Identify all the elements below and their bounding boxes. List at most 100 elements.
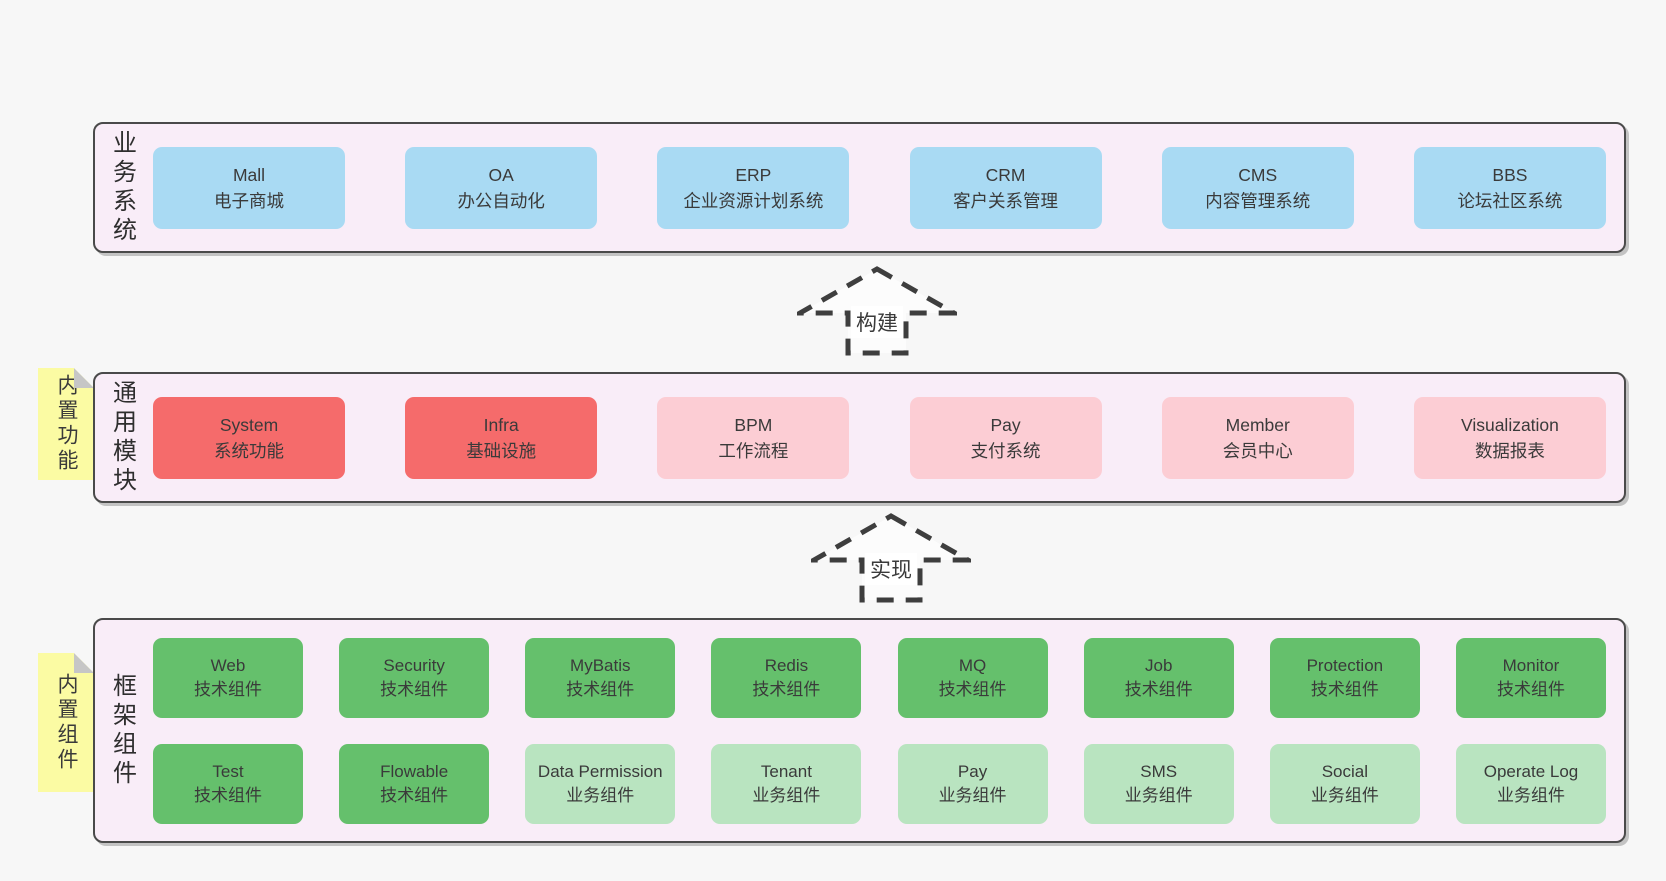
folded-corner-icon	[74, 368, 94, 388]
box-subtitle: 技术组件	[1124, 679, 1193, 699]
module-box-system: System 系统功能	[153, 396, 345, 479]
module-box-bpm: BPM 工作流程	[657, 396, 850, 479]
box-title: CRM	[985, 164, 1026, 185]
box-subtitle: 论坛社区系统	[1457, 190, 1563, 211]
box-subtitle: 企业资源计划系统	[683, 190, 824, 211]
box-subtitle: 支付系统	[970, 440, 1041, 461]
box-subtitle: 业务组件	[938, 785, 1007, 805]
box-title: Monitor	[1502, 655, 1560, 675]
framework-components-vertical-label: 框架组件	[95, 620, 149, 841]
box-title: CMS	[1238, 164, 1278, 185]
sticky-label: 内置功能	[55, 374, 78, 474]
business-box-mall: Mall 电子商城	[153, 146, 345, 229]
component-box-social: Social 业务组件	[1269, 743, 1420, 824]
box-title: Test	[212, 761, 244, 781]
box-title: MQ	[958, 655, 987, 675]
box-subtitle: 系统功能	[214, 440, 284, 461]
box-title: Operate Log	[1483, 761, 1579, 781]
component-box-mybatis: MyBatis 技术组件	[525, 637, 676, 718]
component-box-redis: Redis 技术组件	[711, 637, 862, 718]
panel-label: 通用模块	[108, 379, 136, 496]
box-subtitle: 业务组件	[1124, 785, 1193, 805]
box-subtitle: 技术组件	[752, 679, 821, 699]
common-modules-panel: 通用模块 System 系统功能 Infra 基础设施 BPM 工作流程 Pay…	[93, 372, 1626, 503]
box-subtitle: 会员中心	[1222, 440, 1293, 461]
box-title: MyBatis	[570, 655, 631, 675]
box-subtitle: 技术组件	[380, 679, 449, 699]
component-box-tenant: Tenant 业务组件	[711, 743, 862, 824]
box-subtitle: 基础设施	[466, 440, 537, 461]
box-title: System	[219, 414, 279, 435]
box-subtitle: 工作流程	[718, 440, 789, 461]
box-title: Security	[383, 655, 445, 675]
box-subtitle: 内容管理系统	[1205, 190, 1311, 211]
business-box-bbs: BBS 论坛社区系统	[1413, 146, 1606, 229]
box-subtitle: 办公自动化	[457, 190, 545, 211]
box-title: Web	[210, 655, 246, 675]
box-title: SMS	[1140, 761, 1178, 781]
box-subtitle: 技术组件	[566, 679, 635, 699]
box-subtitle: 技术组件	[380, 785, 449, 805]
box-subtitle: 业务组件	[752, 785, 821, 805]
business-box-erp: ERP 企业资源计划系统	[657, 146, 850, 229]
module-box-infra: Infra 基础设施	[405, 396, 598, 479]
box-subtitle: 业务组件	[1310, 785, 1379, 805]
business-systems-row: Mall 电子商城 OA 办公自动化 ERP 企业资源计划系统 CRM 客户关系…	[149, 124, 1624, 251]
component-box-pay: Pay 业务组件	[897, 743, 1048, 824]
box-subtitle: 技术组件	[1310, 679, 1379, 699]
box-title: Pay	[957, 761, 988, 781]
component-box-security: Security 技术组件	[339, 637, 490, 718]
build-arrow-label: 构建	[851, 306, 903, 338]
component-box-sms: SMS 业务组件	[1083, 743, 1234, 824]
box-title: Job	[1144, 655, 1173, 675]
module-box-pay: Pay 支付系统	[909, 396, 1102, 479]
box-title: ERP	[735, 164, 772, 185]
box-subtitle: 技术组件	[1496, 679, 1565, 699]
common-modules-row: System 系统功能 Infra 基础设施 BPM 工作流程 Pay 支付系统…	[149, 374, 1624, 501]
box-title: Flowable	[380, 761, 449, 781]
folded-corner-icon	[74, 653, 94, 673]
implement-arrow-label: 实现	[865, 553, 917, 585]
box-title: OA	[488, 164, 514, 185]
component-box-data-permission: Data Permission 业务组件	[525, 743, 676, 824]
box-title: Data Permission	[537, 761, 663, 781]
box-title: Infra	[483, 414, 519, 435]
implement-arrow: 实现	[811, 513, 971, 603]
component-box-job: Job 技术组件	[1083, 637, 1234, 718]
box-subtitle: 技术组件	[194, 679, 262, 699]
box-title: BBS	[1492, 164, 1528, 185]
box-title: Protection	[1306, 655, 1384, 675]
component-box-monitor: Monitor 技术组件	[1455, 637, 1606, 718]
framework-components-grid: Web 技术组件 Security 技术组件 MyBatis 技术组件 Redi…	[149, 620, 1624, 841]
component-box-mq: MQ 技术组件	[897, 637, 1048, 718]
build-arrow: 构建	[797, 266, 957, 356]
box-title: Visualization	[1460, 414, 1559, 435]
framework-components-panel: 框架组件 Web 技术组件 Security 技术组件 MyBatis 技术组件…	[93, 618, 1626, 843]
module-box-member: Member 会员中心	[1161, 396, 1354, 479]
component-box-web: Web 技术组件	[153, 637, 303, 718]
business-box-oa: OA 办公自动化	[405, 146, 598, 229]
box-title: Tenant	[760, 761, 812, 781]
box-subtitle: 数据报表	[1474, 440, 1545, 461]
box-subtitle: 电子商城	[214, 190, 284, 211]
box-title: BPM	[734, 414, 773, 435]
box-title: Social	[1321, 761, 1368, 781]
sticky-label: 内置组件	[55, 672, 78, 773]
box-title: Redis	[764, 655, 809, 675]
component-box-protection: Protection 技术组件	[1269, 637, 1420, 718]
business-box-cms: CMS 内容管理系统	[1161, 146, 1354, 229]
built-in-components-sticky: 内置组件	[38, 653, 94, 792]
built-in-functions-sticky: 内置功能	[38, 368, 94, 480]
business-box-crm: CRM 客户关系管理	[909, 146, 1102, 229]
business-systems-panel: 业务系统 Mall 电子商城 OA 办公自动化 ERP 企业资源计划系统 CRM…	[93, 122, 1626, 253]
component-box-test: Test 技术组件	[153, 743, 303, 824]
box-subtitle: 技术组件	[194, 785, 262, 805]
common-modules-vertical-label: 通用模块	[95, 374, 149, 501]
business-systems-vertical-label: 业务系统	[95, 124, 149, 251]
panel-label: 框架组件	[108, 672, 136, 789]
box-subtitle: 技术组件	[938, 679, 1007, 699]
box-subtitle: 业务组件	[1496, 785, 1565, 805]
box-title: Member	[1225, 414, 1290, 435]
component-box-flowable: Flowable 技术组件	[339, 743, 490, 824]
box-subtitle: 客户关系管理	[953, 190, 1059, 211]
